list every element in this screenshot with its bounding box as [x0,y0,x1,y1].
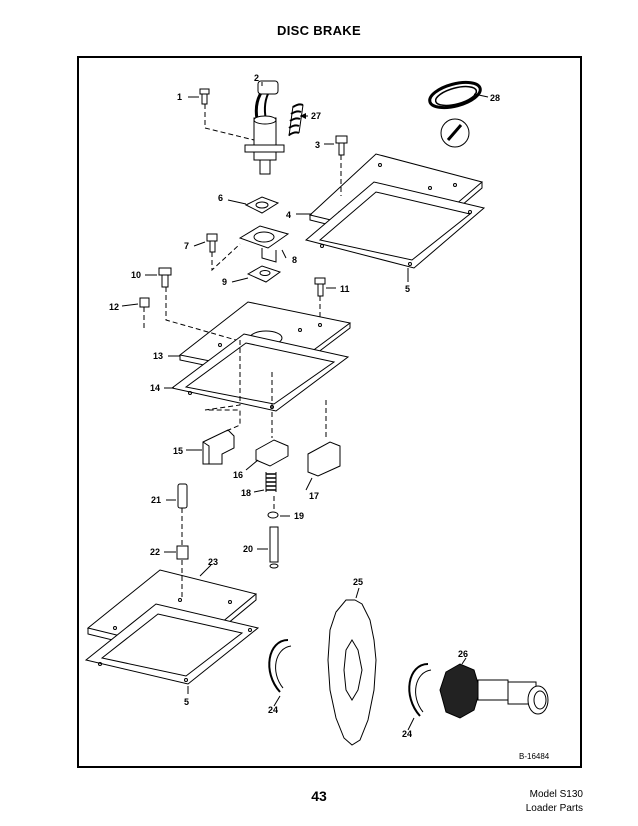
part-10-bolt [158,267,172,288]
callout-16: 16 [233,470,243,480]
part-5-gasket-upper [304,181,486,269]
part-25-brake-disc [327,599,377,746]
callout-26: 26 [458,649,468,659]
diagram-frame [77,56,582,768]
callout-14: 14 [150,383,160,393]
callout-21: 21 [151,495,161,505]
part-17-caliper-half [307,441,341,477]
callout-22: 22 [150,547,160,557]
callout-2: 2 [254,73,259,83]
callout-6: 6 [218,193,223,203]
callout-5-lower: 5 [184,697,189,707]
page-number: 43 [311,788,327,804]
part-28-cable-loop [428,80,482,148]
part-9-gasket [246,265,282,283]
callout-13: 13 [153,351,163,361]
part-12-plug [139,297,150,308]
callout-8: 8 [292,255,297,265]
callout-28: 28 [490,93,500,103]
callout-1: 1 [177,92,182,102]
part-15-caliper-half [202,429,235,465]
part-5-gasket-lower [84,603,260,685]
callout-15: 15 [173,446,183,456]
model-info: Model S130 Loader Parts [526,788,583,816]
callout-12: 12 [109,302,119,312]
part-14-gasket [170,333,350,412]
callout-24-right: 24 [402,729,412,739]
callout-3: 3 [315,140,320,150]
model-name: Model S130 [529,789,583,800]
part-21-pin [177,483,188,509]
callout-19: 19 [294,511,304,521]
part-7-bolt [206,233,218,253]
drawing-number: B-16484 [519,752,550,761]
callout-25: 25 [353,577,363,587]
callout-7: 7 [184,241,189,251]
callout-10: 10 [131,270,141,280]
part-22-bushing [176,545,189,560]
part-19-washer [267,511,279,519]
page-title: DISC BRAKE [277,23,361,38]
part-3-bolt [335,135,348,156]
assembly-lines [143,104,342,600]
callout-27: 27 [311,111,321,121]
callout-5-upper: 5 [405,284,410,294]
part-27-spring [288,103,304,137]
part-20-pin [269,526,279,569]
part-26-hub-shaft [439,663,549,719]
callout-11: 11 [340,284,350,294]
leader-lines [121,82,489,731]
part-6-gasket [244,196,280,214]
part-16-caliper-center [255,439,289,467]
part-24-snap-ring-right [408,663,432,717]
part-2-solenoid [244,80,285,175]
section-name: Loader Parts [525,803,583,814]
part-24-snap-ring-left [268,639,292,693]
callout-24-left: 24 [268,705,278,715]
callout-18: 18 [241,488,251,498]
part-11-bolt [314,277,326,297]
callout-23: 23 [208,557,218,567]
part-1-screw [199,88,210,105]
callout-17: 17 [309,491,319,501]
callout-9: 9 [222,277,227,287]
callout-20: 20 [243,544,253,554]
callout-4: 4 [286,210,291,220]
part-18-spring [265,472,277,492]
part-8-bracket [238,225,290,263]
